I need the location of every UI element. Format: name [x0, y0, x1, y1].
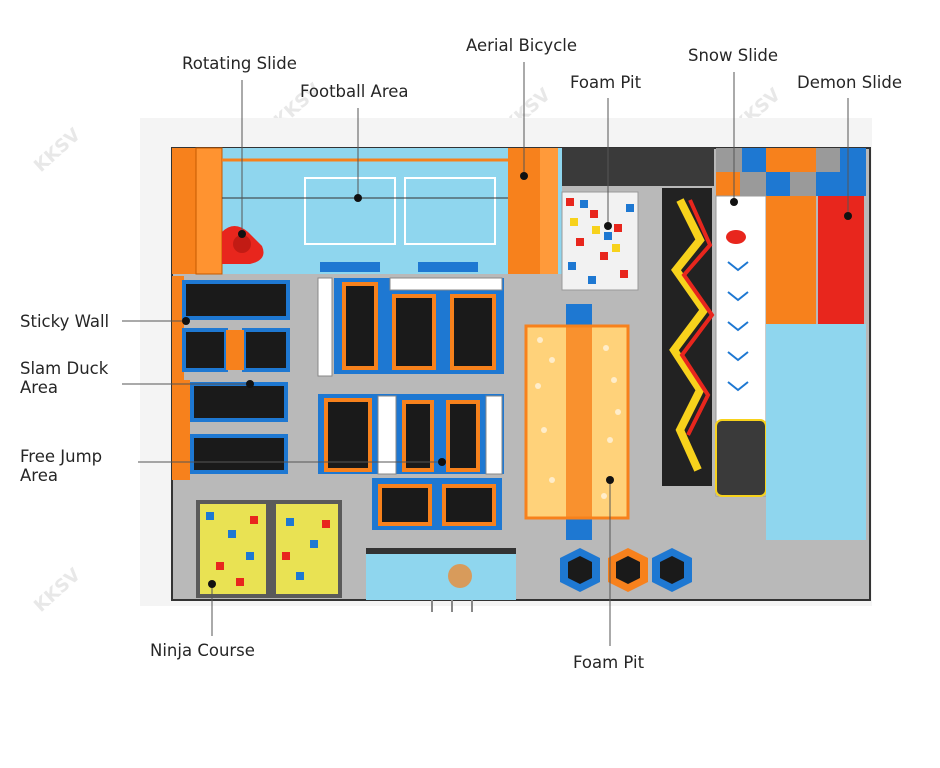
football-field-2: [404, 177, 496, 245]
hexagon-trampolines: [560, 548, 692, 592]
label-foam-pit-top: Foam Pit: [570, 73, 642, 92]
slam-duck-pad: [190, 382, 288, 422]
football-field-1: [304, 177, 396, 245]
label-slam-duck-area: Slam Duck Area: [20, 359, 109, 397]
label-sticky-wall: Sticky Wall: [20, 312, 110, 331]
reception: [366, 548, 516, 600]
sticky-wall-pad: [182, 280, 290, 320]
label-rotating-slide: Rotating Slide: [182, 54, 297, 73]
label-snow-slide: Snow Slide: [688, 46, 779, 65]
leader-lines: [122, 62, 849, 646]
label-football-area: Football Area: [300, 82, 409, 101]
label-demon-slide: Demon Slide: [797, 73, 902, 92]
label-ninja-course: Ninja Course: [150, 641, 255, 660]
leader-dots: [182, 172, 852, 588]
label-foam-pit-bottom: Foam Pit: [573, 653, 645, 672]
label-free-jump-area: Free Jump Area: [20, 447, 103, 485]
demon-slide-stairs: [766, 196, 816, 324]
label-aerial-bicycle: Aerial Bicycle: [466, 36, 578, 55]
free-jump-pad: [190, 434, 288, 474]
